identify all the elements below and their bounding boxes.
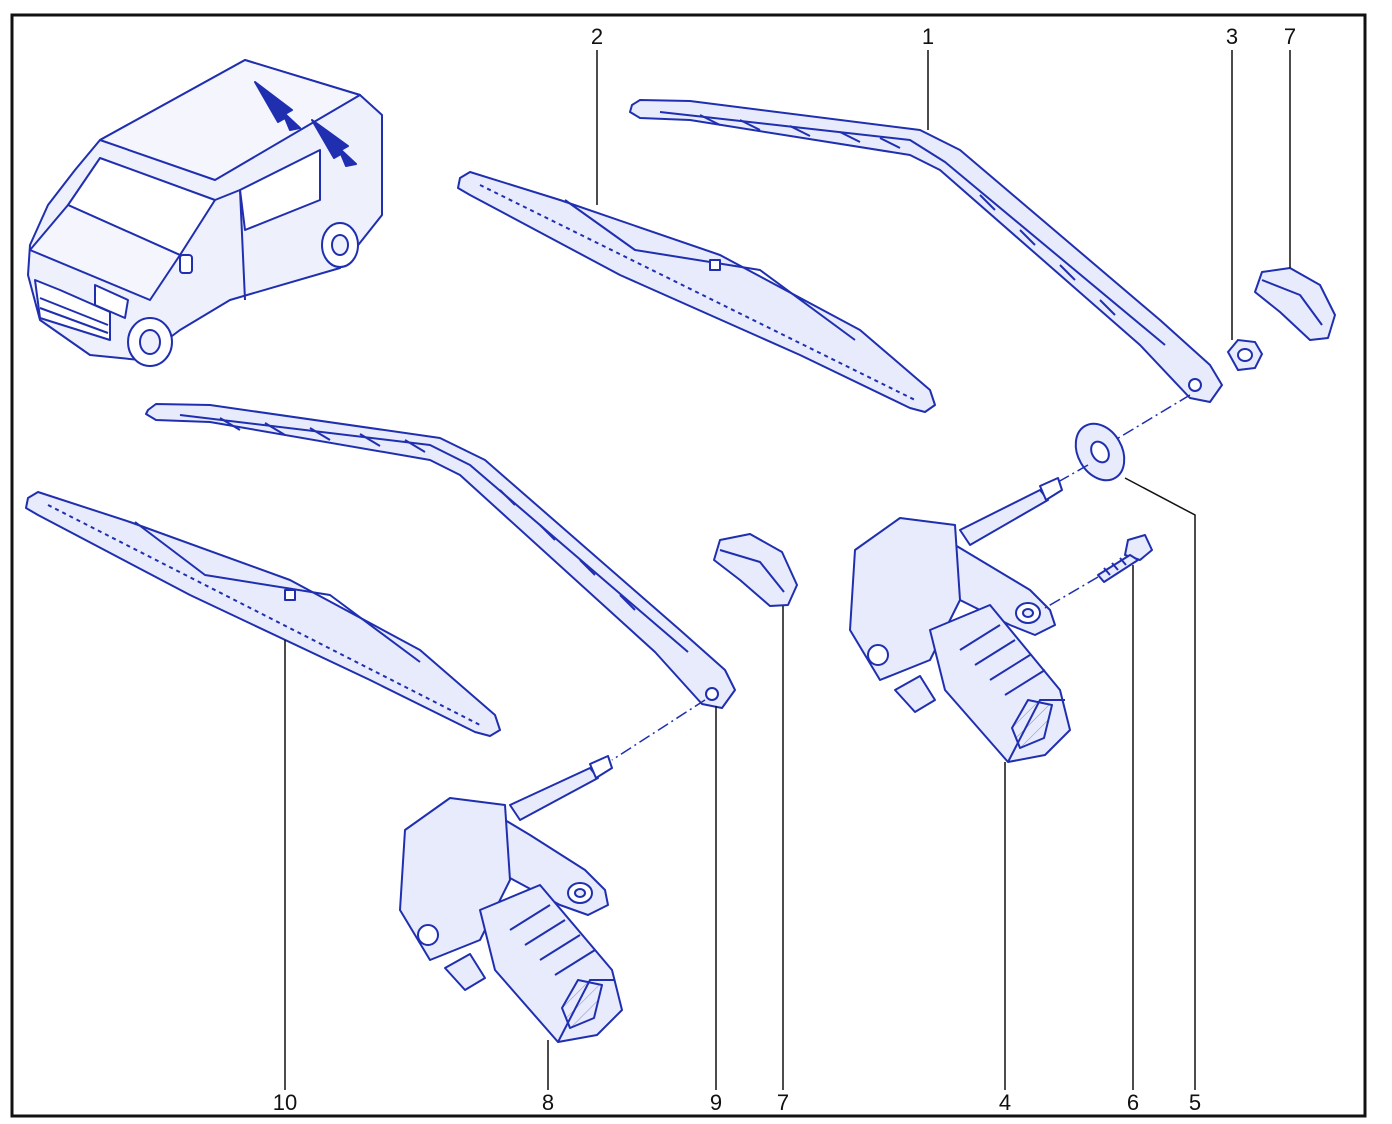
part-3-nut <box>1226 338 1264 372</box>
part-10-wiper-blade-lower <box>25 491 501 737</box>
callout-5: 5 <box>1189 1090 1201 1115</box>
callout-3: 3 <box>1226 24 1238 49</box>
callout-9: 9 <box>710 1090 722 1115</box>
callout-1: 1 <box>922 24 934 49</box>
callout-6: 6 <box>1127 1090 1139 1115</box>
callout-7-lower: 7 <box>777 1090 789 1115</box>
part-7-cap-upper <box>1254 267 1336 341</box>
part-2-wiper-blade-upper <box>457 171 936 413</box>
callout-leaders <box>284 50 1291 1090</box>
part-8-wiper-motor-lower <box>399 755 623 1043</box>
part-6-bolt <box>1097 534 1153 583</box>
callout-10: 10 <box>273 1090 297 1115</box>
part-9-wiper-arm-lower <box>145 403 736 709</box>
callout-8: 8 <box>542 1090 554 1115</box>
part-1-wiper-arm-upper <box>629 99 1223 403</box>
callout-labels: 2 1 3 7 10 8 9 7 4 6 5 <box>273 24 1296 1115</box>
callout-2: 2 <box>591 24 603 49</box>
callout-7-upper: 7 <box>1284 24 1296 49</box>
callout-4: 4 <box>999 1090 1011 1115</box>
part-4-wiper-motor-upper <box>849 477 1071 763</box>
van-illustration <box>27 59 383 367</box>
part-5-washer <box>1074 422 1126 482</box>
assembly-lines <box>611 394 1191 761</box>
part-7-cap-lower <box>713 533 798 607</box>
